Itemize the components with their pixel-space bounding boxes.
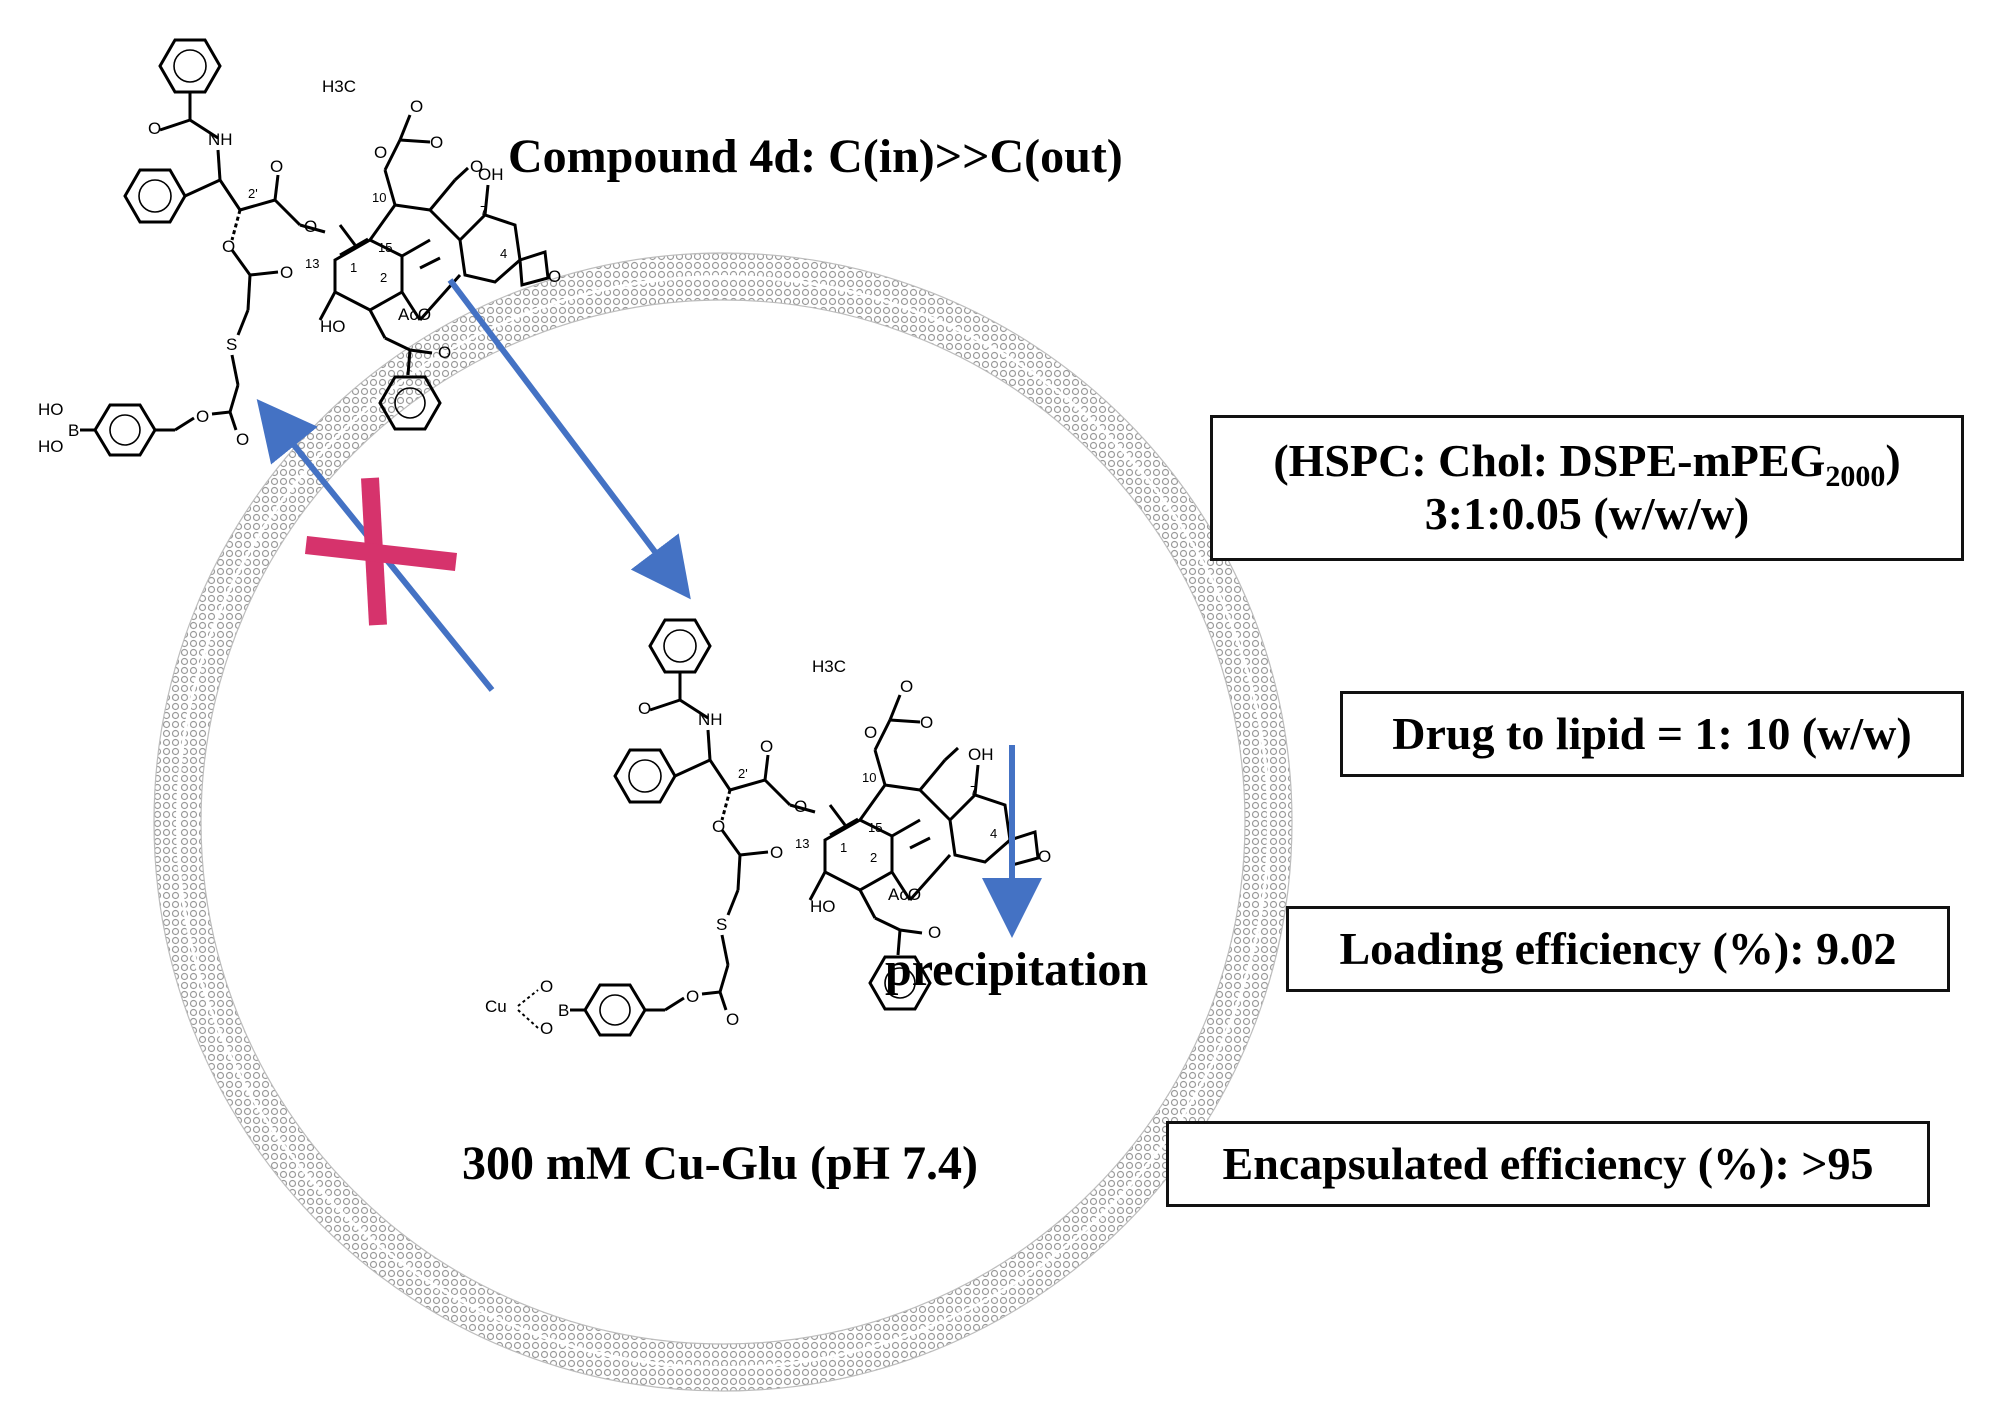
- svg-text:O: O: [1038, 847, 1051, 866]
- svg-text:O: O: [270, 157, 283, 176]
- svg-text:B: B: [558, 1001, 569, 1020]
- svg-text:O: O: [760, 737, 773, 756]
- svg-text:O: O: [430, 133, 443, 152]
- svg-text:HO: HO: [810, 897, 836, 916]
- svg-text:O: O: [410, 97, 423, 116]
- svg-text:Cu: Cu: [485, 997, 507, 1016]
- svg-text:O: O: [222, 237, 235, 256]
- svg-text:O: O: [236, 430, 249, 449]
- svg-text:O: O: [148, 119, 161, 138]
- svg-text:S: S: [226, 335, 237, 354]
- loading-efficiency-text: Loading efficiency (%): 9.02: [1339, 922, 1897, 974]
- svg-text:13: 13: [795, 836, 809, 851]
- svg-text:7: 7: [480, 203, 487, 218]
- lipid-composition-box: (HSPC: Chol: DSPE-mPEG2000) 3:1:0.05 (w/…: [1210, 415, 1964, 561]
- svg-text:HO: HO: [320, 317, 346, 336]
- svg-text:O: O: [726, 1010, 739, 1029]
- svg-text:NH: NH: [208, 130, 233, 149]
- drug-to-lipid-text: Drug to lipid = 1: 10 (w/w): [1392, 707, 1912, 759]
- lipid-composition-close: ): [1885, 435, 1901, 487]
- loading-efficiency-box: Loading efficiency (%): 9.02: [1286, 906, 1950, 992]
- svg-text:10: 10: [862, 770, 876, 785]
- lipid-composition-main: (HSPC: Chol: DSPE-mPEG: [1273, 435, 1826, 487]
- svg-text:H3C: H3C: [322, 77, 356, 96]
- svg-text:NH: NH: [698, 710, 723, 729]
- svg-text:4: 4: [500, 246, 507, 261]
- svg-text:O: O: [638, 699, 651, 718]
- svg-text:O: O: [920, 713, 933, 732]
- inner-buffer-label: 300 mM Cu-Glu (pH 7.4): [462, 1137, 978, 1190]
- compound-label: Compound 4d: C(in)>>C(out): [508, 130, 1123, 183]
- liposome-membrane: [153, 252, 1293, 1392]
- svg-text:15: 15: [378, 240, 392, 255]
- svg-text:OH: OH: [968, 745, 994, 764]
- svg-text:O: O: [438, 343, 451, 362]
- svg-text:O: O: [280, 263, 293, 282]
- blocked-cross-icon: [304, 477, 458, 626]
- lipid-composition-line2: 3:1:0.05 (w/w/w): [1424, 488, 1750, 539]
- svg-text:S: S: [716, 915, 727, 934]
- encapsulated-efficiency-text: Encapsulated efficiency (%): >95: [1222, 1137, 1874, 1189]
- svg-text:O: O: [470, 157, 483, 176]
- svg-text:OH: OH: [478, 165, 504, 184]
- inner-molecule-structure: NH O O O O O S O O B Cu O O H3C O O O OH…: [485, 618, 1051, 1038]
- svg-text:O: O: [196, 407, 209, 426]
- influx-arrow: [447, 278, 691, 600]
- drug-to-lipid-box: Drug to lipid = 1: 10 (w/w): [1340, 691, 1964, 777]
- svg-text:O: O: [540, 977, 553, 996]
- svg-text:O: O: [794, 797, 807, 816]
- svg-text:O: O: [304, 217, 317, 236]
- svg-text:1: 1: [350, 260, 357, 275]
- svg-text:AcO: AcO: [888, 885, 921, 904]
- svg-text:O: O: [712, 817, 725, 836]
- svg-text:2: 2: [380, 270, 387, 285]
- outer-molecule-structure: NH O O O O O S O O B HO HO H3C O O O O O…: [38, 38, 561, 457]
- svg-text:H3C: H3C: [812, 657, 846, 676]
- encapsulated-efficiency-box: Encapsulated efficiency (%): >95: [1166, 1121, 1930, 1207]
- precipitation-label: precipitation: [885, 943, 1149, 996]
- svg-text:B: B: [68, 421, 79, 440]
- svg-text:O: O: [540, 1019, 553, 1038]
- svg-text:O: O: [864, 723, 877, 742]
- svg-text:HO: HO: [38, 437, 64, 456]
- svg-text:O: O: [374, 143, 387, 162]
- svg-text:O: O: [900, 677, 913, 696]
- svg-text:2': 2': [248, 186, 258, 201]
- svg-text:O: O: [548, 267, 561, 286]
- svg-text:13: 13: [305, 256, 319, 271]
- lipid-composition-line1: (HSPC: Chol: DSPE-mPEG2000): [1273, 435, 1901, 492]
- svg-text:O: O: [770, 843, 783, 862]
- svg-text:10: 10: [372, 190, 386, 205]
- svg-text:2': 2': [738, 766, 748, 781]
- svg-text:HO: HO: [38, 400, 64, 419]
- svg-text:7: 7: [970, 783, 977, 798]
- svg-text:4: 4: [990, 826, 997, 841]
- svg-text:O: O: [928, 923, 941, 942]
- svg-text:AcO: AcO: [398, 305, 431, 324]
- svg-text:2: 2: [870, 850, 877, 865]
- svg-text:1: 1: [840, 840, 847, 855]
- peg-subscript: 2000: [1825, 460, 1886, 494]
- svg-text:15: 15: [868, 820, 882, 835]
- svg-text:O: O: [686, 987, 699, 1006]
